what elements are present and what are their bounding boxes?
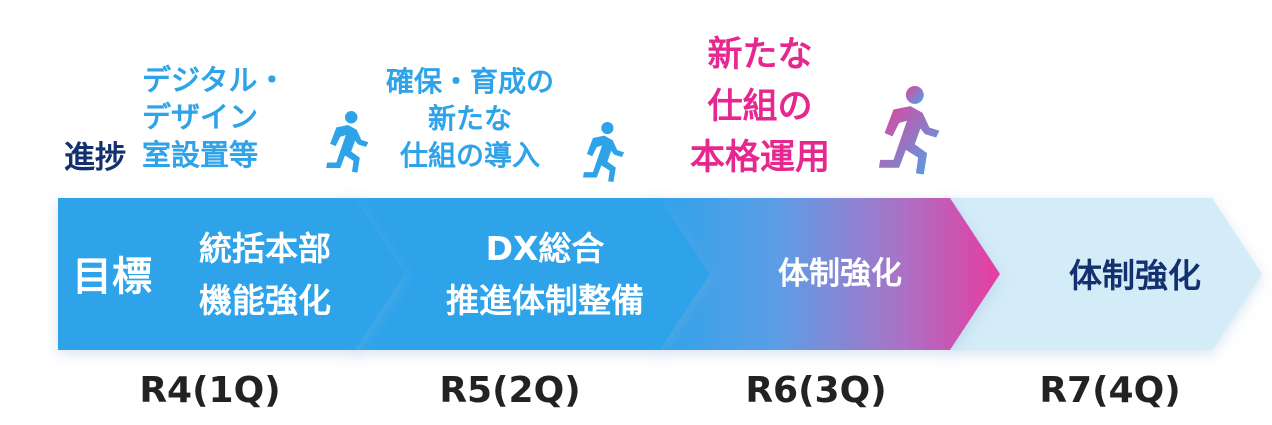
period-r7: R7(4Q) [1039, 370, 1181, 411]
goal-stage1-line2: 機能強化 [199, 281, 331, 320]
runner-gradient-icon [878, 86, 940, 175]
goal-label: 目標 [72, 254, 152, 300]
progress-stage3-line3: 本格運用 [689, 138, 830, 178]
arrow-r4 [58, 198, 405, 350]
progress-stage2-line2: 新たな [427, 102, 512, 135]
progress-stage1-line1: デジタル・ [142, 63, 287, 97]
progress-stage3-line2: 仕組の [707, 87, 813, 127]
progress-label: 進捗 [64, 140, 126, 176]
arrow-r7 [945, 198, 1262, 350]
goal-stage3: 体制強化 [778, 256, 902, 292]
goal-stage4: 体制強化 [1069, 256, 1201, 295]
arrow-r5 [348, 198, 710, 350]
goal-stage1-line1: 統括本部 [199, 229, 331, 268]
period-r5: R5(2Q) [439, 370, 581, 411]
progress-stage2-line3: 仕組の導入 [399, 139, 540, 172]
goal-stage2-line1: DX総合 [485, 229, 605, 268]
runner-icon [583, 122, 625, 183]
progress-stage1-line2: デザイン [142, 100, 259, 134]
runner-icon [326, 111, 369, 173]
period-r4: R4(1Q) [139, 370, 281, 411]
progress-stage2-line1: 確保・育成の [385, 65, 554, 98]
period-r6: R6(3Q) [745, 370, 887, 411]
progress-stage3-line1: 新たな [707, 35, 813, 75]
arrow-r6 [655, 198, 1000, 350]
progress-stage1-line3: 室設置等 [142, 138, 259, 172]
goal-stage2-line2: 推進体制整備 [446, 281, 644, 320]
